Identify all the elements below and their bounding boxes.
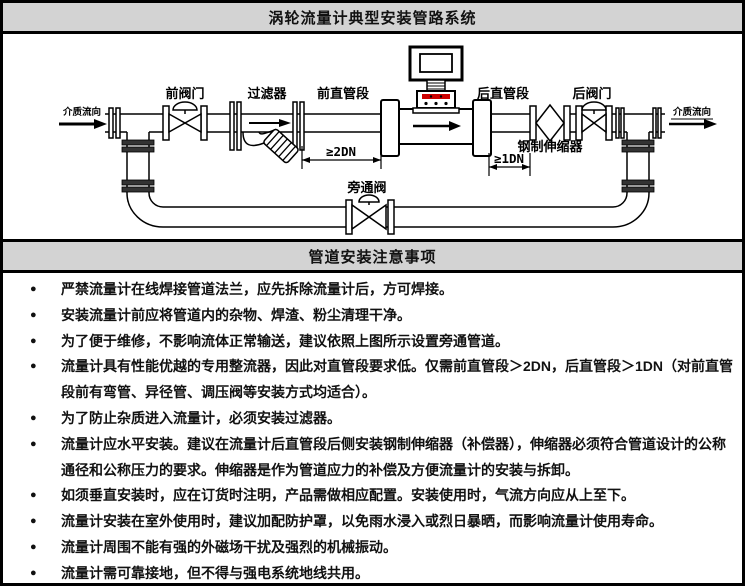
rear-straight-label: 后直管段 xyxy=(477,86,529,101)
note-text: 流量计应水平安装。建议在流量计后直管段后侧安装钢制伸缩器（补偿器），伸缩器必须符… xyxy=(61,435,726,478)
rear-valve xyxy=(581,101,607,134)
note-item: ● 严禁流量计在线焊接管道法兰，应先拆除流量计后，方可焊接。 xyxy=(3,277,736,303)
rear-valve-handle xyxy=(581,101,607,111)
meter-display-monitor xyxy=(408,45,464,82)
rear-valve-body xyxy=(581,112,607,134)
piping-diagram: ≥2DN ≥1DN 介质流向 介质流向 前阀门 xyxy=(3,34,742,242)
bypass-valve-label: 旁通阀 xyxy=(346,180,386,195)
front-valve-body xyxy=(168,112,202,134)
note-text: 为了便于维修，不影响流体正常输送，建议依照上图所示设置旁通管道。 xyxy=(61,332,509,349)
right-tee-flange xyxy=(615,107,620,139)
flanges xyxy=(108,99,662,235)
note-item: ● 流量计需可靠接地，但不得与强电系统地线共用。 xyxy=(3,561,736,583)
flow-in: 介质流向 xyxy=(59,106,107,129)
filter-outlet-flange xyxy=(292,101,298,151)
note-text: 流量计周围不能有强的外磁场干扰及强烈的机械振动。 xyxy=(61,538,397,555)
notes-title: 管道安装注意事项 xyxy=(308,248,437,266)
notes-list: ● 严禁流量计在线焊接管道法兰，应先拆除流量计后，方可焊接。 ● 安装流量计前应将管… xyxy=(3,273,742,583)
notes-title-bar: 管道安装注意事项 xyxy=(3,242,742,273)
bullet-icon: ● xyxy=(30,437,37,450)
front-dim-label: ≥2DN xyxy=(326,144,356,159)
front-straight-dimension xyxy=(301,146,382,169)
note-text: 安装流量计前应将管道内的杂物、焊渣、粉尘清理干净。 xyxy=(61,306,411,323)
meter-inlet-flange xyxy=(380,99,400,157)
bypass-valve-handle xyxy=(358,194,380,203)
flow-in-label: 介质流向 xyxy=(62,106,101,118)
flow-out-label: 介质流向 xyxy=(672,106,711,118)
note-item: ● 流量计应水平安装。建议在流量计后直管段后侧安装钢制伸缩器（补偿器），伸缩器必须… xyxy=(3,432,736,484)
note-text: 流量计需可靠接地，但不得与强电系统地线共用。 xyxy=(61,564,369,581)
bypass-valve-flange xyxy=(345,199,353,235)
meter-display-screen xyxy=(419,53,453,73)
filter xyxy=(242,119,299,164)
flow-in-arrow xyxy=(94,119,107,129)
filter-label: 过滤器 xyxy=(247,86,287,101)
meter-counter xyxy=(416,90,456,109)
front-valve xyxy=(168,101,202,134)
flowmeter-head xyxy=(408,45,464,114)
strainer-cap xyxy=(263,128,299,164)
flow-out: 介质流向 xyxy=(669,106,717,129)
bullet-icon: ● xyxy=(30,411,37,424)
filter-inlet-flange xyxy=(229,101,235,151)
piping-schematic: ≥2DN ≥1DN 介质流向 介质流向 前阀门 xyxy=(59,45,717,235)
expansion-joint-label: 钢制伸缩器 xyxy=(517,139,583,154)
bypass-valve xyxy=(351,194,387,231)
bullet-icon: ● xyxy=(30,334,37,347)
front-straight-label: 前直管段 xyxy=(317,86,369,101)
note-item: ● 为了防止杂质进入流量计，必须安装过滤器。 xyxy=(3,406,736,432)
note-text: 严禁流量计在线焊接管道法兰，应先拆除流量计后，方可焊接。 xyxy=(61,281,453,297)
front-valve-handle xyxy=(172,101,198,111)
meter-counter-red-band xyxy=(422,94,450,99)
bypass-valve-body xyxy=(351,203,387,231)
rear-valve-label: 后阀门 xyxy=(572,86,611,101)
note-item: ● 为了便于维修，不影响流体正常输送，建议依照上图所示设置旁通管道。 xyxy=(3,329,736,355)
diagram-title: 涡轮流量计典型安装管路系统 xyxy=(268,9,477,27)
rear-straight-dimension xyxy=(488,153,531,176)
note-item: ● 流量计周围不能有强的外磁场干扰及强烈的机械振动。 xyxy=(3,535,736,561)
flow-direction-arrow-in-meter xyxy=(449,121,461,131)
rear-dim-label: ≥1DN xyxy=(494,151,524,166)
bullet-icon: ● xyxy=(30,283,37,295)
note-item: ● 如须垂直安装时，应在订货时注明，产品需做相应配置。安装使用时，气流方向应从上至… xyxy=(3,483,736,509)
bullet-icon: ● xyxy=(30,540,37,553)
expansion-joint xyxy=(535,103,565,143)
front-valve-flange xyxy=(162,105,170,141)
diagram-title-bar: 涡轮流量计典型安装管路系统 xyxy=(3,3,742,34)
note-text: 流量计安装在室外使用时，建议加配防护罩，以免雨水浸入或烈日暴晒，而影响流量计使用… xyxy=(61,513,663,530)
inlet-flange xyxy=(108,107,114,139)
bullet-icon: ● xyxy=(30,515,37,528)
branch-couplings xyxy=(121,139,655,193)
meter-head-base xyxy=(412,107,460,114)
meter-outlet-flange xyxy=(472,99,492,157)
note-text: 流量计具有性能优越的专用整流器，因此对直管段要求低。仅需前直管段＞2DN，后直管… xyxy=(61,358,734,401)
bullet-icon: ● xyxy=(30,489,37,502)
bullet-icon: ● xyxy=(30,360,37,373)
flow-direction-arrow-in-filter xyxy=(279,119,291,127)
note-item: ● 流量计安装在室外使用时，建议加配防护罩，以免雨水浸入或烈日暴晒，而影响流量计使… xyxy=(3,509,736,535)
front-valve-label: 前阀门 xyxy=(165,86,204,101)
note-item: ● 流量计具有性能优越的专用整流器，因此对直管段要求低。仅需前直管段＞2DN，后直… xyxy=(3,354,736,406)
bullet-icon: ● xyxy=(30,308,37,321)
bullet-icon: ● xyxy=(30,566,37,579)
note-text: 如须垂直安装时，应在订货时注明，产品需做相应配置。安装使用时，气流方向应从上至下… xyxy=(61,487,635,504)
note-item: ● 安装流量计前应将管道内的杂物、焊渣、粉尘清理干净。 xyxy=(3,303,736,329)
flowmeter-body xyxy=(398,108,474,145)
rear-valve-flange xyxy=(575,105,583,141)
flow-out-arrow xyxy=(704,119,717,129)
note-text: 为了防止杂质进入流量计，必须安装过滤器。 xyxy=(61,409,341,426)
